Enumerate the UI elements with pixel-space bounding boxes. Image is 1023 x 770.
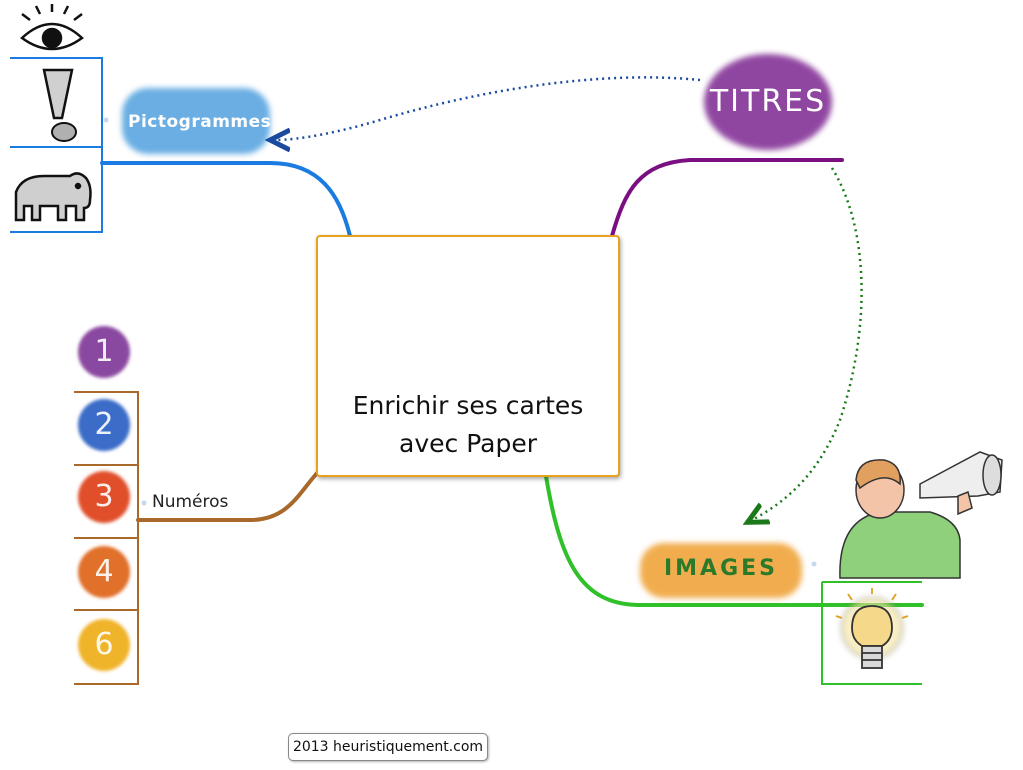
central-title: Enrichir ses cartes avec Paper <box>318 387 618 463</box>
branch-titres-line <box>610 158 844 238</box>
central-title-line2: avec Paper <box>399 429 537 458</box>
number-blob-6 <box>78 619 130 671</box>
pictogrammes-frame <box>10 57 103 233</box>
branch-images-label[interactable]: IMAGES <box>663 556 779 581</box>
titres-blob <box>704 54 832 150</box>
eye-icon <box>20 4 84 51</box>
images-blob <box>640 543 802 598</box>
number-value-6: 6 <box>94 627 114 662</box>
exclamation-icon <box>42 68 77 142</box>
numeros-frame <box>74 391 139 685</box>
number-value-2: 2 <box>94 407 114 442</box>
arrow-titres-to-images <box>752 167 863 520</box>
number-blobs <box>78 326 130 671</box>
number-blob-4 <box>78 546 130 598</box>
branch-pictogrammes-line <box>100 161 352 238</box>
number-value-4: 4 <box>94 554 114 589</box>
central-node[interactable]: Enrichir ses cartes avec Paper <box>316 235 620 477</box>
branch-numeros-label[interactable]: Numéros <box>152 492 229 512</box>
branch-images-line <box>544 474 924 607</box>
images-dot <box>811 561 817 567</box>
number-blob-3 <box>78 471 130 523</box>
footer-credit: 2013 heuristiquement.com <box>288 733 488 761</box>
person-megaphone-icon <box>839 451 1003 579</box>
number-blob-2 <box>78 399 130 451</box>
arrow-titres-to-pictogrammes <box>275 76 701 140</box>
branch-titres-label[interactable]: TITRES <box>709 84 827 119</box>
numeros-dot <box>141 500 147 506</box>
pictogrammes-blob <box>122 88 270 154</box>
elephant-icon <box>14 172 92 222</box>
pictogrammes-dot <box>103 117 109 123</box>
images-frame <box>821 581 922 685</box>
number-blob-1 <box>78 326 130 378</box>
branch-numeros-line <box>136 468 322 522</box>
branch-pictogrammes-label[interactable]: Pictogrammes <box>128 112 272 132</box>
lightbulb-icon <box>835 588 909 669</box>
central-title-line1: Enrichir ses cartes <box>352 391 584 420</box>
number-value-1: 1 <box>94 334 114 369</box>
number-value-3: 3 <box>94 479 114 514</box>
